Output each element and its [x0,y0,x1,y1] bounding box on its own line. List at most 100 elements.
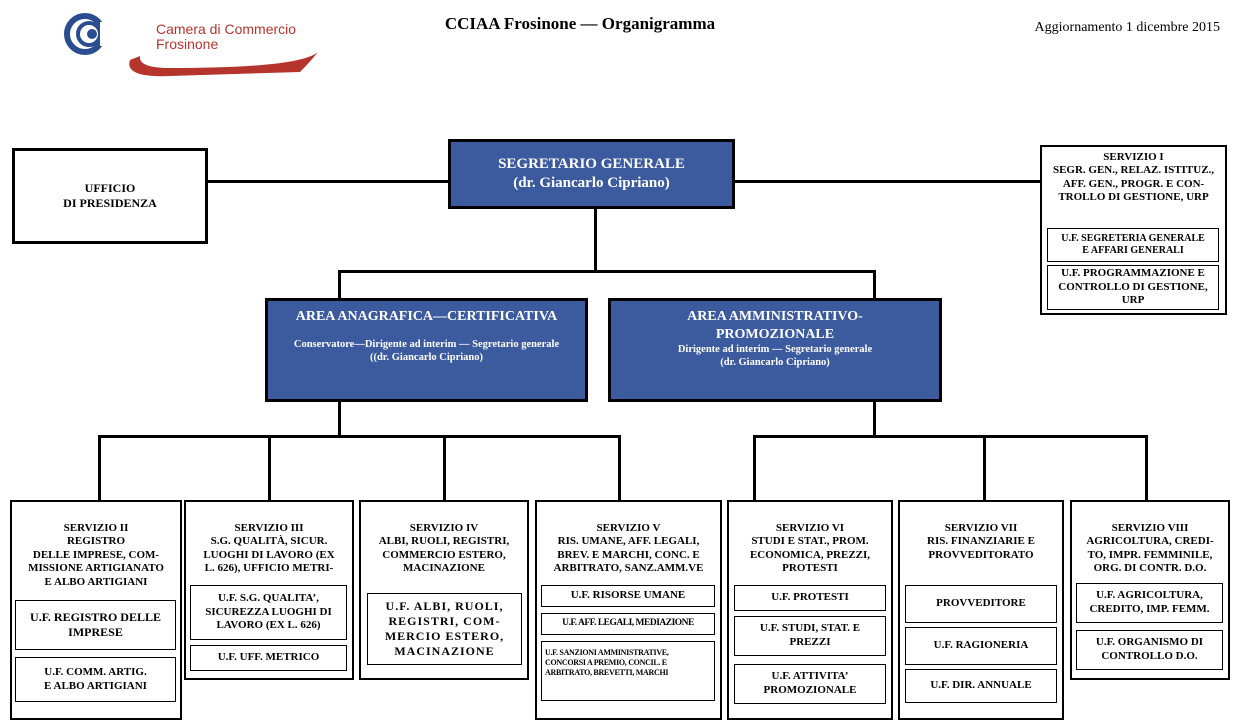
servizio-desc: AFF. GEN., PROGR. E CON- [1062,177,1205,190]
segretario-title: SEGRETARIO GENERALE [498,156,685,173]
uf-line: E AFFARI GENERALI [1082,245,1184,256]
uf-uff-metrico: U.F. UFF. METRICO [190,645,347,671]
servizio-desc: MISSIONE ARTIGIANATO [28,562,164,575]
uf-line: SICUREZZA LUOGHI DI [205,605,332,618]
servizio-desc: S.G. QUALITÀ, SICUR. [210,535,328,548]
servizio-desc: COMMERCIO ESTERO, [382,548,506,561]
area-subtitle: Conservatore—Dirigente ad interim — Segr… [293,338,560,350]
uf-comm-artig: U.F. COMM. ARTIG. E ALBO ARTIGIANI [15,657,176,702]
logo-line-2: Frosinone [156,35,219,52]
connector [983,435,986,503]
uf-line: LAVORO (EX L. 626) [216,619,321,632]
uf-line: U.F. PROTESTI [771,591,849,604]
connector [338,270,341,300]
uf-segreteria-generale: U.F. SEGRETERIA GENERALE E AFFARI GENERA… [1047,228,1219,262]
uf-line: PROMOZIONALE [763,684,857,696]
connector [98,435,101,503]
servizio-desc: ALBI, RUOLI, REGISTRI, [378,535,510,548]
connector [1145,435,1148,503]
area-title: PROMOZIONALE [715,326,835,342]
uf-line: IMPRESE [68,625,123,639]
uf-line: E ALBO ARTIGIANI [44,679,147,692]
servizio-title: SERVIZIO III [234,522,304,534]
servizio-desc: ECONOMICA, PREZZI, [749,548,871,561]
uf-line: CREDITO, IMP. FEMM. [1089,603,1210,615]
uf-sanzioni: U.F. SANZIONI AMMINISTRATIVE, CONCORSI A… [541,641,715,701]
connector [733,180,1041,183]
uf-line: U.F. AGRICOLTURA, [1096,589,1203,602]
uf-registro-imprese: U.F. REGISTRO DELLE IMPRESE [15,600,176,650]
servizio-desc: RIS. UMANE, AFF. LEGALI, [557,535,700,548]
segretario-generale: SEGRETARIO GENERALE (dr. Giancarlo Cipri… [448,139,735,209]
area-subtitle: Dirigente ad interim — Segretario genera… [677,344,873,355]
servizio-desc: PROVVEDITORATO [928,548,1034,561]
uf-line: MACINAZIONE [394,644,495,658]
connector [207,180,450,183]
uf-line: U.F. ALBI, RUOLI, [385,599,504,613]
uf-line: U.F. PROGRAMMAZIONE E [1061,266,1205,279]
uf-attivita-promozionale: U.F. ATTIVITA’ PROMOZIONALE [734,664,886,704]
uf-line: U.F. REGISTRO DELLE [30,610,161,624]
uf-line: U.F. SANZIONI AMMINISTRATIVE, [545,648,669,657]
uf-line: U.F. DIR. ANNUALE [930,679,1032,692]
servizio-title: SERVIZIO V [596,522,661,534]
uf-line: U.F. SEGRETERIA GENERALE [1061,232,1205,244]
uf-line: U.F. STUDI, STAT. E [759,622,861,635]
update-date: Aggiornamento 1 dicembre 2015 [1034,20,1220,35]
uf-sg-qualita: U.F. S.G. QUALITA’, SICUREZZA LUOGHI DI … [190,585,347,640]
uf-line: U.F. S.G. QUALITA’, [218,591,319,604]
servizio-4: SERVIZIO IV ALBI, RUOLI, REGISTRI, COMME… [359,500,529,680]
uf-line: U.F. COMM. ARTIG. [44,665,147,678]
servizio-desc: MACINAZIONE [403,562,485,575]
servizio-6: SERVIZIO VI STUDI E STAT., PROM. ECONOMI… [727,500,893,720]
servizio-desc: STUDI E STAT., PROM. [751,535,869,548]
uf-line: U.F. ORGANISMO DI [1095,636,1204,649]
servizio-title: SERVIZIO I [1103,151,1164,163]
uf-line: REGISTRI, COM- [388,614,501,628]
servizio-title: SERVIZIO VI [775,522,845,534]
servizio-desc: L. 626), UFFICIO METRI- [204,562,334,575]
ufficio-presidenza: UFFICIO DI PRESIDENZA [12,148,208,244]
connector [338,400,341,437]
connector [98,435,620,438]
uf-provveditore: PROVVEDITORE [905,585,1057,623]
uf-albi-ruoli: U.F. ALBI, RUOLI, REGISTRI, COM- MERCIO … [367,593,522,665]
connector [594,207,597,272]
connector [873,400,876,437]
ufficio-line: UFFICIO [84,181,136,195]
segretario-name: (dr. Giancarlo Cipriano) [513,175,670,191]
servizio-title: SERVIZIO VII [944,522,1018,534]
servizio-desc: ORG. DI CONTR. D.O. [1093,562,1207,575]
servizio-title: SERVIZIO IV [409,522,479,534]
uf-protesti: U.F. PROTESTI [734,585,886,611]
area-subtitle: (dr. Giancarlo Cipriano) [720,357,830,369]
servizio-desc: TO, IMPR. FEMMINILE, [1087,548,1213,561]
uf-line: CONCORSI A PREMIO, CONCIL. E [545,658,667,667]
servizio-desc: LUOGHI DI LAVORO (EX [203,548,335,561]
servizio-desc: REGISTRO [66,535,126,548]
uf-line: U.F. AFF. LEGALI, MEDIAZIONE [562,618,694,629]
connector [443,435,446,503]
servizio-7: SERVIZIO VII RIS. FINANZIARIE E PROVVEDI… [898,500,1064,720]
connector [618,435,621,503]
page-title: CCIAA Frosinone — Organigramma [444,14,716,33]
uf-risorse-umane: U.F. RISORSE UMANE [541,585,715,607]
uf-line: URP [1121,294,1145,307]
uf-line: U.F. RAGIONERIA [933,639,1029,652]
uf-line: MERCIO ESTERO, [384,629,505,643]
servizio-2: SERVIZIO II REGISTRO DELLE IMPRESE, COM-… [10,500,182,720]
uf-line: U.F. ATTIVITA’ [771,670,849,683]
uf-agricoltura: U.F. AGRICOLTURA, CREDITO, IMP. FEMM. [1076,583,1223,623]
area-amministrativa: AREA AMMINISTRATIVO- PROMOZIONALE Dirige… [608,298,942,402]
connector [338,270,875,273]
uf-programmazione: U.F. PROGRAMMAZIONE E CONTROLLO DI GESTI… [1047,265,1219,310]
area-title: AREA AMMINISTRATIVO- [687,309,863,324]
logo-line-1: Camera di Commercio [156,21,297,37]
area-title: AREA ANAGRAFICA—CERTIFICATIVA [295,309,558,324]
connector [753,435,1147,438]
servizio-5: SERVIZIO V RIS. UMANE, AFF. LEGALI, BREV… [535,500,722,720]
chamber-logo-icon [64,13,318,77]
servizio-title: SERVIZIO VIII [1111,522,1189,534]
connector [268,435,271,503]
ufficio-line: DI PRESIDENZA [63,196,157,210]
